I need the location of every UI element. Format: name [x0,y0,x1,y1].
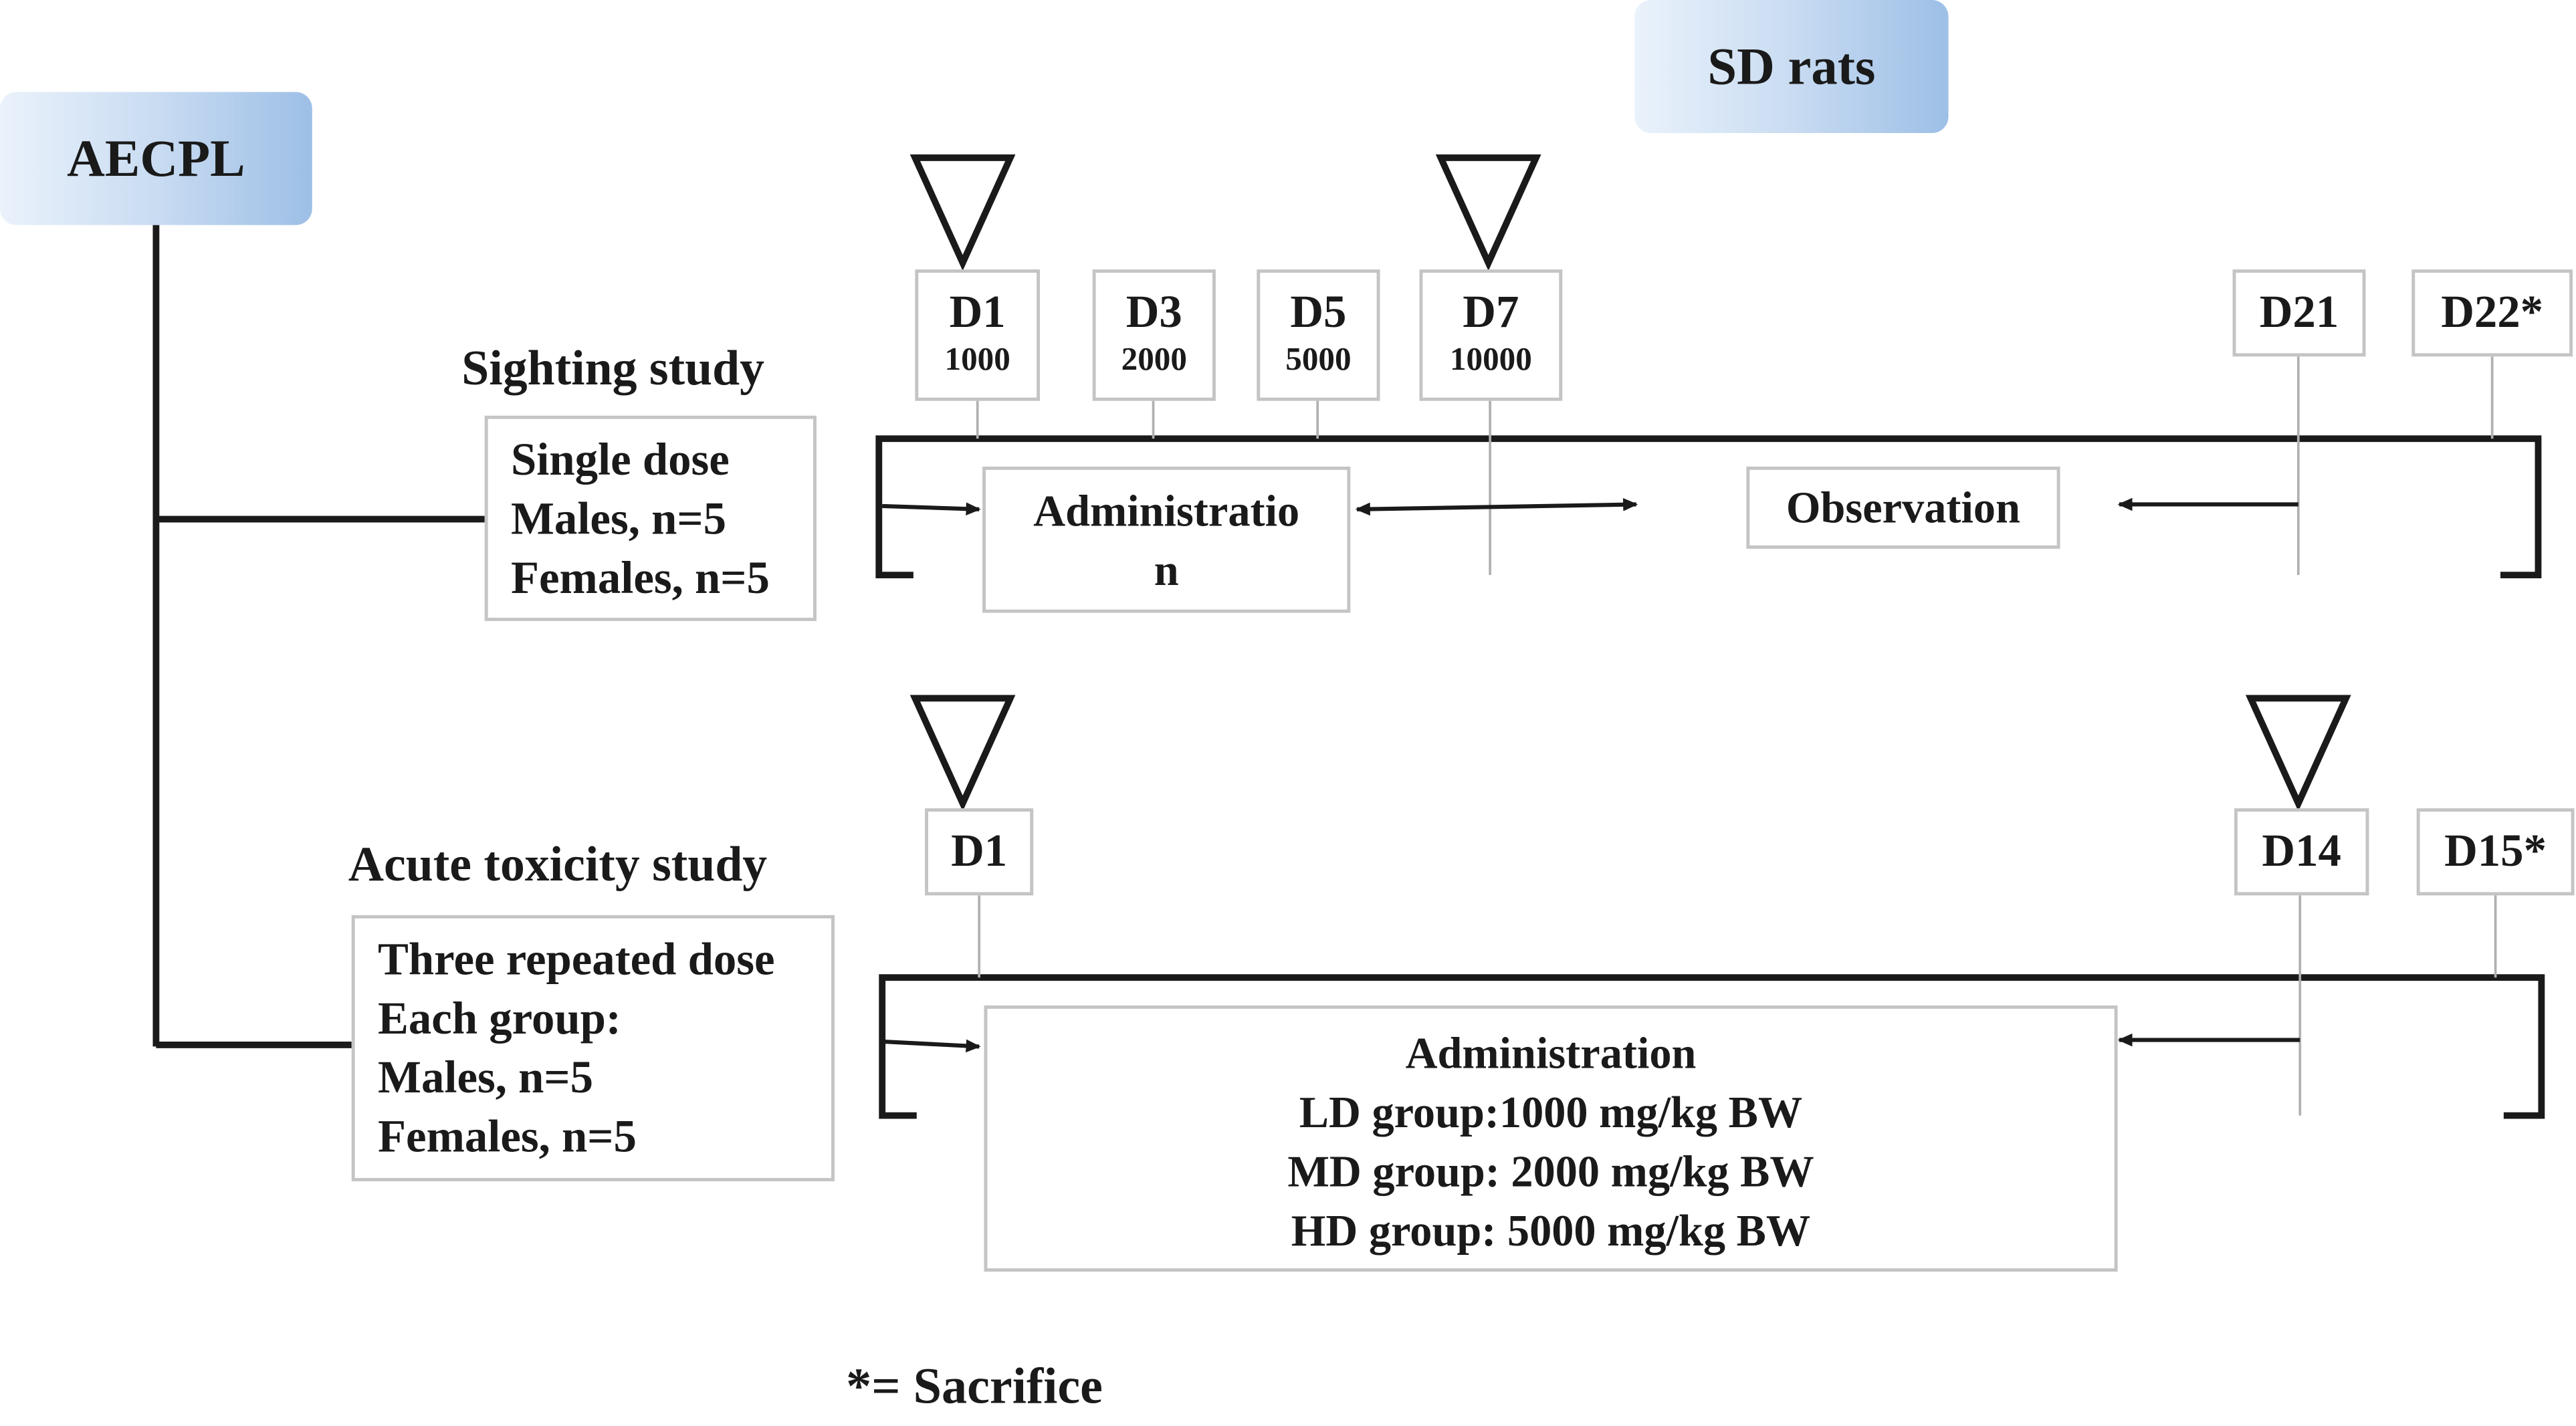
day-label: D22* [2441,286,2544,338]
observation-box: Observation [1746,466,2060,549]
day-label: D21 [2259,286,2339,338]
sighting-timeline-frame [875,435,2542,579]
arrow-admin-observation [1355,497,1638,516]
acute-study-title: Acute toxicity study [348,838,768,893]
sighting-day-box-d21: D21 [2232,269,2366,357]
sighting-day-box-d22: D22* [2411,269,2573,357]
day-label: D15* [2444,825,2547,877]
admin-text-line: LD group:1000 mg/kg BW [1299,1087,1803,1137]
day-label: D7 [1463,287,1519,339]
acute-timeline-frame [879,974,2545,1119]
day-label: D5 [1290,287,1347,339]
sighting-info-line: Single dose [511,435,730,487]
root-node-aecpl: AECPL [0,92,312,225]
subject-node-sd-rats: SD rats [1634,0,1949,134]
day-dose: 2000 [1121,342,1187,378]
sighting-day-box-d3: D3 2000 [1092,269,1216,401]
sighting-info-box: Single dose Males, n=5 Females, n=5 [484,415,817,621]
acute-info-box: Three repeated dose Each group: Males, n… [351,915,835,1181]
admin-text-line: MD group: 2000 mg/kg BW [1287,1147,1814,1197]
acute-info-line: Females, n=5 [378,1112,637,1163]
sighting-administration-box: Administratio n [982,466,1351,613]
sighting-day-box-d1: D1 1000 [915,269,1041,401]
acute-day-box-d14: D14 [2234,808,2369,896]
admin-text-line: n [1154,545,1179,595]
day-dose: 10000 [1449,342,1532,378]
day-label: D14 [2262,825,2341,877]
acute-administration-box: Administration LD group:1000 mg/kg BW MD… [984,1005,2118,1272]
admin-text-line: Administration [1405,1028,1697,1078]
admin-text-line: HD group: 5000 mg/kg BW [1291,1205,1811,1256]
sighting-info-line: Males, n=5 [511,494,726,546]
dose-marker-acute-d14 [2245,695,2351,812]
dose-marker-acute-d1 [909,695,1016,812]
acute-day-box-d15: D15* [2416,808,2575,896]
arrow-to-admin [882,502,981,515]
day-label: D1 [949,287,1006,339]
dose-marker-d7 [1435,154,1541,271]
sighting-study-title: Sighting study [461,342,764,396]
sighting-info-line: Females, n=5 [511,554,770,605]
admin-text-line: Administratio [1033,486,1300,536]
sighting-day-box-d5: D5 5000 [1257,269,1380,401]
sacrifice-legend: *= Sacrifice [846,1356,1103,1415]
acute-info-line: Three repeated dose [378,935,775,986]
day-label: D3 [1125,287,1182,339]
acute-day-box-d1: D1 [925,808,1034,896]
day-dose: 5000 [1285,342,1352,378]
day-dose: 1000 [944,342,1010,378]
sighting-day-box-d7: D7 10000 [1419,269,1563,401]
observation-label: Observation [1786,482,2021,532]
root-node-label: AECPL [67,128,245,188]
day-label: D1 [951,825,1008,877]
dose-marker-d1 [909,154,1016,271]
acute-info-line: Each group: [378,993,621,1045]
subject-node-label: SD rats [1707,36,1876,96]
arrow-to-acute-admin [883,1039,981,1053]
acute-info-line: Males, n=5 [378,1053,593,1104]
